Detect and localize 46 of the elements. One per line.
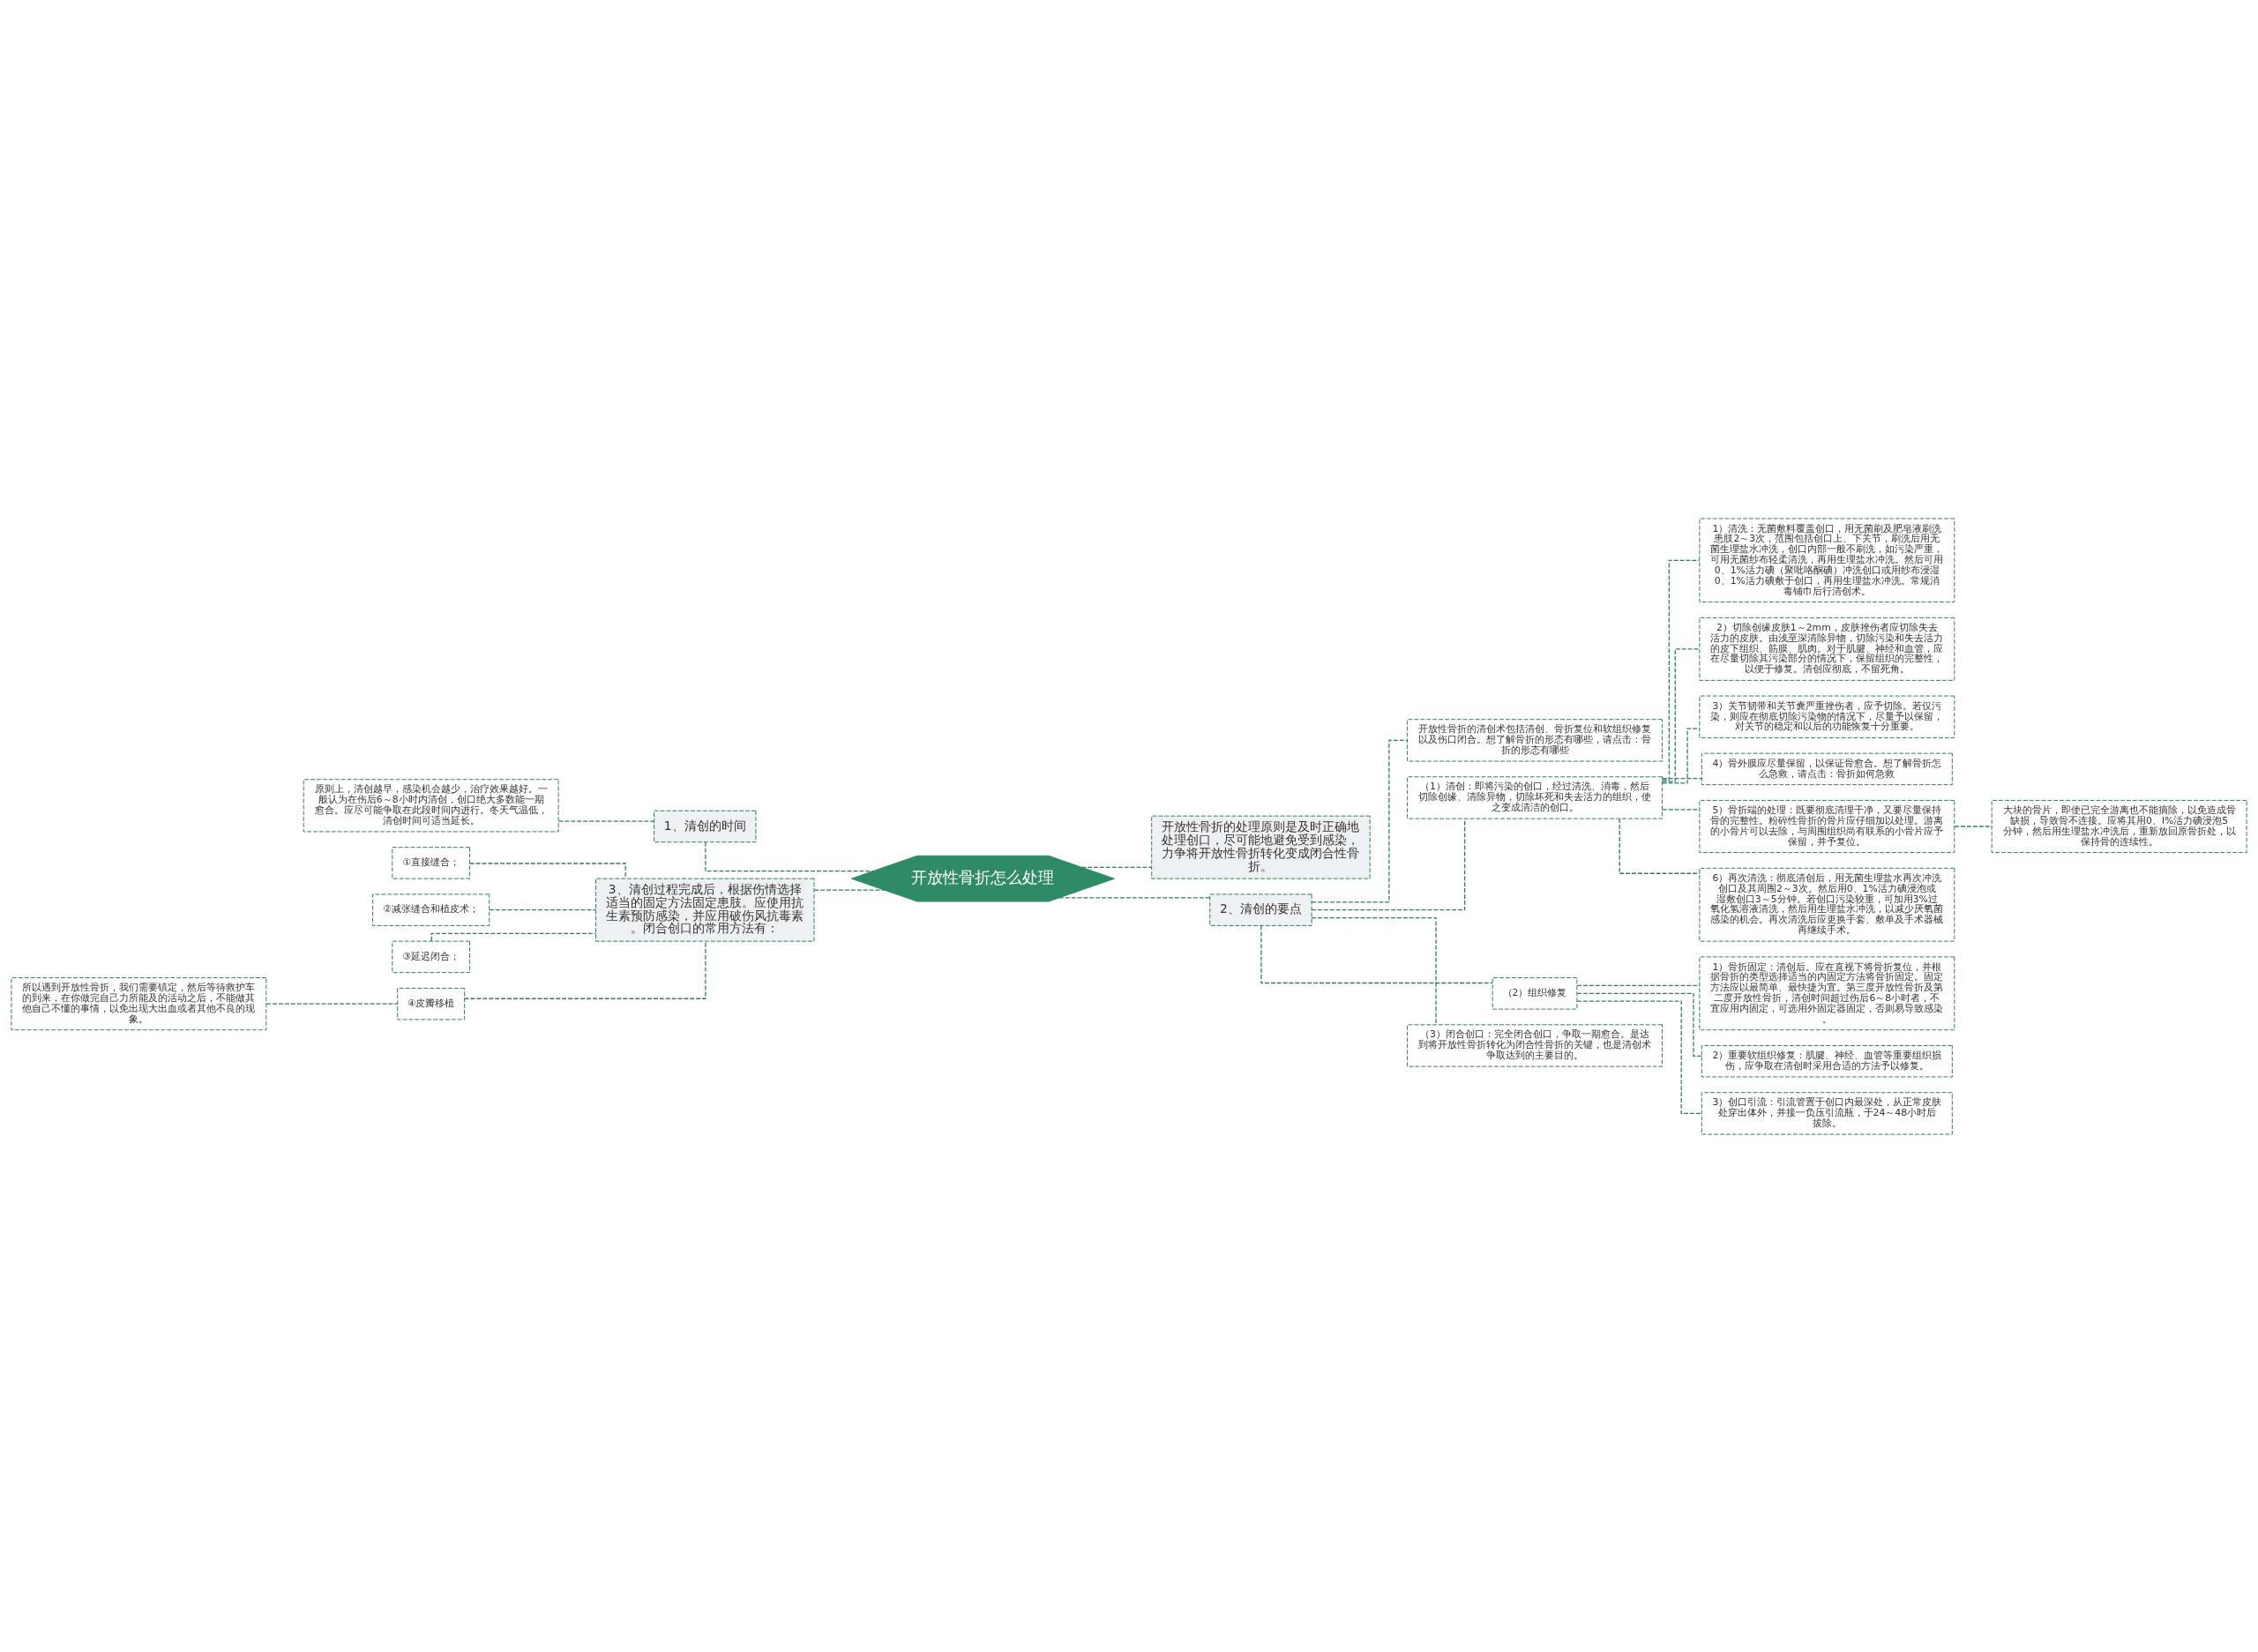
- node-box: ③延迟闭合；: [392, 940, 471, 973]
- connector: [1576, 984, 1701, 986]
- connector: [813, 888, 886, 891]
- connector: [1661, 727, 1701, 784]
- node-box: （1）清创：即将污染的创口，经过清洗、消毒，然后切除创缘、清除异物，切除坏死和失去活力的组织，使之变成清洁的创口。: [1407, 775, 1663, 819]
- node-box: 所以遇到开放性骨折，我们需要镇定，然后等待救护车的到来，在你做完自己力所能及的活动之后，不能做其他自己不懂的事情，以免出现大出血或者其他不良的现象。: [11, 976, 267, 1030]
- connector: [1311, 818, 1466, 910]
- connector: [557, 819, 655, 822]
- node-box: 开放性骨折的处理原则是及时正确地处理创口，尽可能地避免受到感染，力争将开放性骨折转化变成闭合性骨折。: [1151, 815, 1371, 879]
- node-box: 大块的骨片，即使已完全游离也不能摘除，以免造成骨缺损，导致骨不连接。应将其用0、l%活力碘浸泡5分钟，然后用生理盐水冲洗后，重新放回原骨折处，以保持骨的连续性。: [1991, 799, 2247, 853]
- node-box: 6）再次清洗：彻底清创后，用无菌生理盐水再次冲洗创口及其周围2～3次。然后用0、1%活力碘浸泡或湿敷创口3～5分钟。若创口污染较重，可加用3%过氧化氢溶液清洗，然后用生理盐水冲洗，以减少厌氧菌感染的机会。再次清洗后应更换手套、敷单及手术器械再继续手术。: [1699, 867, 1955, 942]
- node-box: ④皮瓣移植: [397, 987, 466, 1020]
- node-box: 2）重要软组织修复：肌腱、神经、血管等重要组织损伤，应争取在清创时采用合适的方法予以修复。: [1701, 1044, 1953, 1077]
- node-box: 1）骨折固定：清创后。应在直视下将骨折复位，并根据骨折的类型选择适当的内固定方法将骨折固定。固定方法应以最简单、最快捷为宜。第三度开放性骨折及第二度开放性骨折，清创时间超过伤后6～8小时者，不宜应用内固定，可选用外固定器固定，否则易导致感染。: [1699, 955, 1955, 1030]
- connector: [1311, 916, 1437, 1025]
- connector: [1662, 777, 1702, 779]
- node-box: 4）骨外膜应尽量保留，以保证骨愈合。想了解骨折怎么急救，请点击：骨折如何急救: [1701, 752, 1953, 785]
- connector: [1662, 808, 1701, 810]
- connector: [705, 841, 874, 871]
- node-box: （2）组织修复: [1492, 976, 1578, 1010]
- node-box: 1、清创的时间: [654, 810, 757, 842]
- connector: [1954, 825, 1993, 827]
- connector: [1661, 647, 1701, 782]
- node-box: 1）清洗：无菌敷料覆盖创口，用无菌刷及肥皂液刷洗患肢2～3次，范围包括创口上、下关节，刷洗后用无菌生理盐水冲洗，创口内部一般不刷洗，如污染严重，可用无菌纱布轻柔清洗，再用生理盐水冲洗。然后可用0、1%活力碘（聚吡咯酮碘）冲洗创口或用纱布浸湿0、1%活力碘敷于创口，再用生理盐水冲洗。常规消毒铺巾后行清创术。: [1699, 517, 1955, 602]
- node-box: ②减张缝合和植皮术；: [372, 893, 490, 926]
- node-box: 原则上，清创越早，感染机会越少，治疗效果越好。一般认为在伤后6～8小时内清创，创口绝大多数能一期愈合。应尽可能争取在此段时间内进行。冬天气温低，清创时间可适当延长。: [303, 778, 559, 832]
- node-box: ①直接缝合；: [392, 846, 471, 879]
- connector: [1080, 866, 1153, 868]
- node-box: 3）关节韧带和关节囊严重挫伤者，应予切除。若仅污染，则应在彻底切除污染物的情况下，尽量予以保留，对关节的稳定和以后的功能恢复十分重要。: [1699, 695, 1955, 738]
- connector: [430, 932, 597, 942]
- node-box: 开放性骨折的清创术包括清创、骨折复位和软组织修复以及伤口闭合。想了解骨折的形态有哪些，请点击：骨折的形态有哪些: [1407, 718, 1663, 762]
- connector: [1260, 924, 1493, 983]
- connector: [1619, 818, 1701, 874]
- node-box: 2、清创的要点: [1209, 893, 1312, 926]
- node-box: 3）创口引流：引流管置于创口内最深处，从正常皮肤处穿出体外，并接一负压引流瓶，于24～48小时后拔除。: [1701, 1091, 1953, 1135]
- node-box: 3、清创过程完成后，根据伤情选择适当的固定方法固定患肢。应使用抗生素预防感染，并应用破伤风抗毒素。闭合创口的常用方法有：: [595, 878, 815, 942]
- connector: [1058, 896, 1211, 899]
- connector: [1576, 992, 1702, 1057]
- connector: [1661, 559, 1701, 781]
- node-box: 2）切除创缘皮肤1～2mm，皮肤挫伤者应切除失去活力的皮肤。由浅至深清除异物，切除污染和失去活力的皮下组织、筋膜、肌肉。对于肌腱、神经和血管，应在尽量切除其污染部分的情况下，保留组织的完整性，以便于修复。清创应彻底，不留死角。: [1699, 617, 1955, 681]
- connector: [489, 908, 597, 910]
- connector: [464, 940, 707, 999]
- node-box: （3）闭合创口：完全闭合创口，争取一期愈合。是达到将开放性骨折转化为闭合性骨折的关键，也是清创术争取达到的主要目的。: [1407, 1023, 1663, 1067]
- node-box: 5）骨折端的处理：既要彻底清理干净，又要尽量保持骨的完整性。粉碎性骨折的骨片应仔细加以处理。游离的小骨片可以去除，与周围组织尚有联系的小骨片应予保留，并予复位。: [1699, 799, 1955, 853]
- connector: [265, 1003, 399, 1005]
- connector: [469, 862, 626, 879]
